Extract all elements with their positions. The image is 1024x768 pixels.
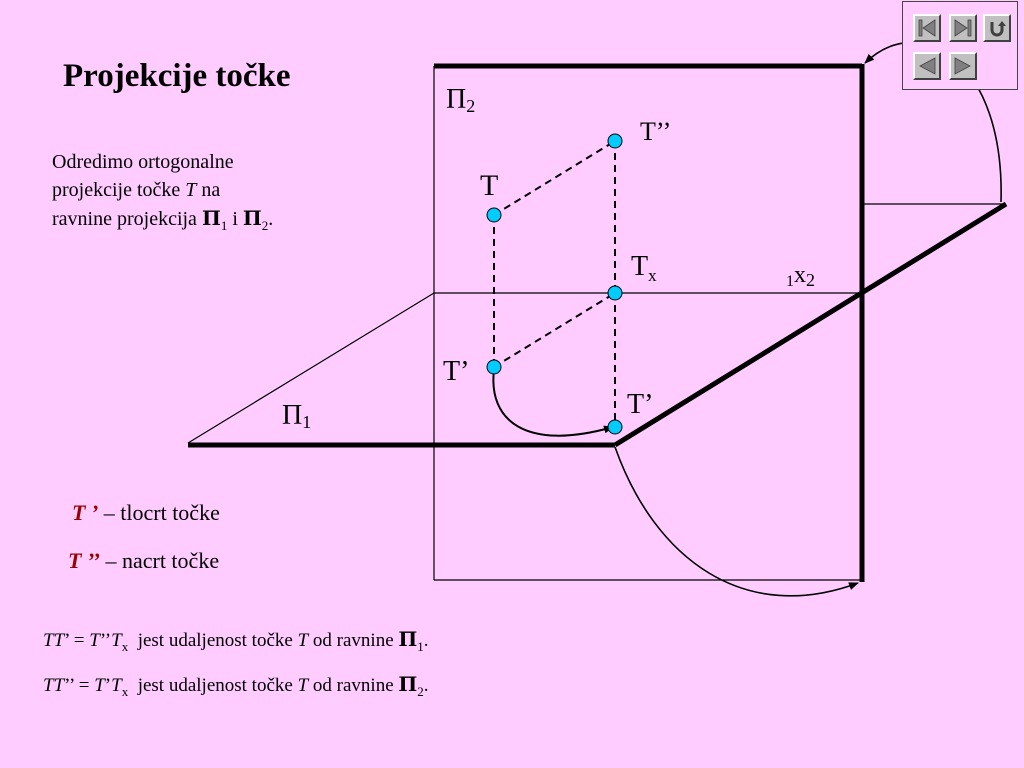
point-Tx bbox=[607, 285, 623, 301]
last-slide-button[interactable] bbox=[949, 14, 977, 42]
label-T-prime-rotated: T’ bbox=[627, 389, 653, 420]
dash-Tprime-to-Tx bbox=[493, 292, 616, 368]
first-slide-button[interactable] bbox=[913, 14, 941, 42]
eq1-text: jest udaljenost točke bbox=[128, 630, 298, 651]
intro-line-1: Odredimo ortogonalne bbox=[52, 151, 234, 173]
slide-title: Projekcije točke bbox=[63, 58, 291, 94]
legend-nacrt-symbol: T ’’ bbox=[68, 548, 100, 573]
eq1-rhs-T: T bbox=[89, 630, 100, 651]
arc-rotate-Tprime bbox=[492, 369, 614, 437]
intro-pi-1: Π bbox=[201, 206, 221, 230]
pi1-left-edge bbox=[187, 292, 435, 444]
last-slide-icon bbox=[954, 19, 972, 37]
eq2-end: . bbox=[423, 675, 429, 696]
eq2-rhs-T: T bbox=[94, 675, 105, 696]
eq2-pi: Π bbox=[398, 672, 418, 696]
first-slide-icon bbox=[918, 19, 936, 37]
intro-line-2-post: na bbox=[196, 179, 221, 201]
intro-and: i bbox=[227, 208, 243, 230]
eq2-point: T bbox=[297, 675, 309, 696]
point-T-double bbox=[607, 133, 623, 149]
label-T-prime: T’ bbox=[443, 356, 469, 387]
intro-period: . bbox=[268, 208, 274, 230]
eq1-lhs-prime: ’ = bbox=[64, 630, 90, 651]
eq2-text: jest udaljenost točke bbox=[128, 675, 298, 696]
eq1-rhs-primes: ’’ bbox=[99, 630, 112, 651]
equation-distance-pi2: TT’’ = T’Tx jest udaljenost točke T od r… bbox=[43, 672, 429, 700]
legend-tlocrt: T ’ – tlocrt točke bbox=[72, 500, 220, 526]
intro-line-3-pre: ravnine projekcija bbox=[52, 208, 202, 230]
slide-navigation bbox=[902, 1, 1018, 90]
legend-nacrt-text: – nacrt točke bbox=[99, 548, 220, 573]
next-slide-button[interactable] bbox=[949, 52, 977, 80]
eq2-rhs-prime: ’ bbox=[104, 675, 112, 696]
intro-sub-1: 1 bbox=[220, 218, 228, 233]
dash-T-to-Tdouble bbox=[493, 140, 616, 216]
point-T-prime-rotated bbox=[607, 419, 623, 435]
arc-rotate-pi1-front bbox=[614, 446, 859, 597]
label-T-double: T’’ bbox=[640, 117, 671, 146]
equation-distance-pi1: TT’ = T’’Tx jest udaljenost točke T od r… bbox=[43, 627, 429, 655]
eq2-rhs-sub: x bbox=[121, 683, 129, 699]
label-T: T bbox=[480, 169, 498, 202]
legend-nacrt: T ’’ – nacrt točke bbox=[68, 548, 219, 574]
eq1-end: . bbox=[423, 630, 429, 651]
eq2-rhs-T2: T bbox=[111, 675, 122, 696]
eq1-pi: Π bbox=[398, 627, 418, 651]
eq1-point: T bbox=[297, 630, 309, 651]
intro-sub-2: 2 bbox=[261, 218, 269, 233]
label-pi1: Π1 bbox=[282, 400, 311, 432]
eq2-lhs-primes: ’’ = bbox=[64, 675, 95, 696]
next-slide-icon bbox=[954, 57, 971, 75]
eq1-rhs-T2: T bbox=[111, 630, 122, 651]
intro-text: Odredimo ortogonalne projekcije točke T … bbox=[52, 148, 352, 240]
eq1-sub: 1 bbox=[417, 638, 424, 654]
eq1-text2: od ravnine bbox=[308, 630, 399, 651]
return-button[interactable] bbox=[983, 14, 1011, 42]
eq2-sub: 2 bbox=[417, 683, 424, 699]
point-T bbox=[486, 207, 502, 223]
legend-tlocrt-symbol: T ’ bbox=[72, 500, 99, 525]
legend-tlocrt-text: – tlocrt točke bbox=[98, 500, 220, 525]
intro-line-2-pre: projekcije točke bbox=[52, 179, 186, 201]
return-icon bbox=[990, 21, 1006, 37]
label-pi2: Π2 bbox=[446, 84, 475, 116]
eq2-text2: od ravnine bbox=[308, 675, 399, 696]
intro-point-T: T bbox=[185, 179, 197, 201]
previous-slide-button[interactable] bbox=[913, 52, 941, 80]
point-T-prime bbox=[486, 359, 502, 375]
eq2-lhs-TT: TT bbox=[43, 675, 65, 696]
eq1-lhs-TT: TT bbox=[43, 630, 65, 651]
pi1-right-edge bbox=[613, 201, 1008, 448]
label-axis-x12: 1x2 bbox=[786, 262, 815, 290]
label-Tx: Tx bbox=[631, 251, 657, 285]
previous-slide-icon bbox=[919, 57, 936, 75]
eq1-rhs-sub: x bbox=[121, 638, 129, 654]
intro-pi-2: Π bbox=[242, 206, 262, 230]
